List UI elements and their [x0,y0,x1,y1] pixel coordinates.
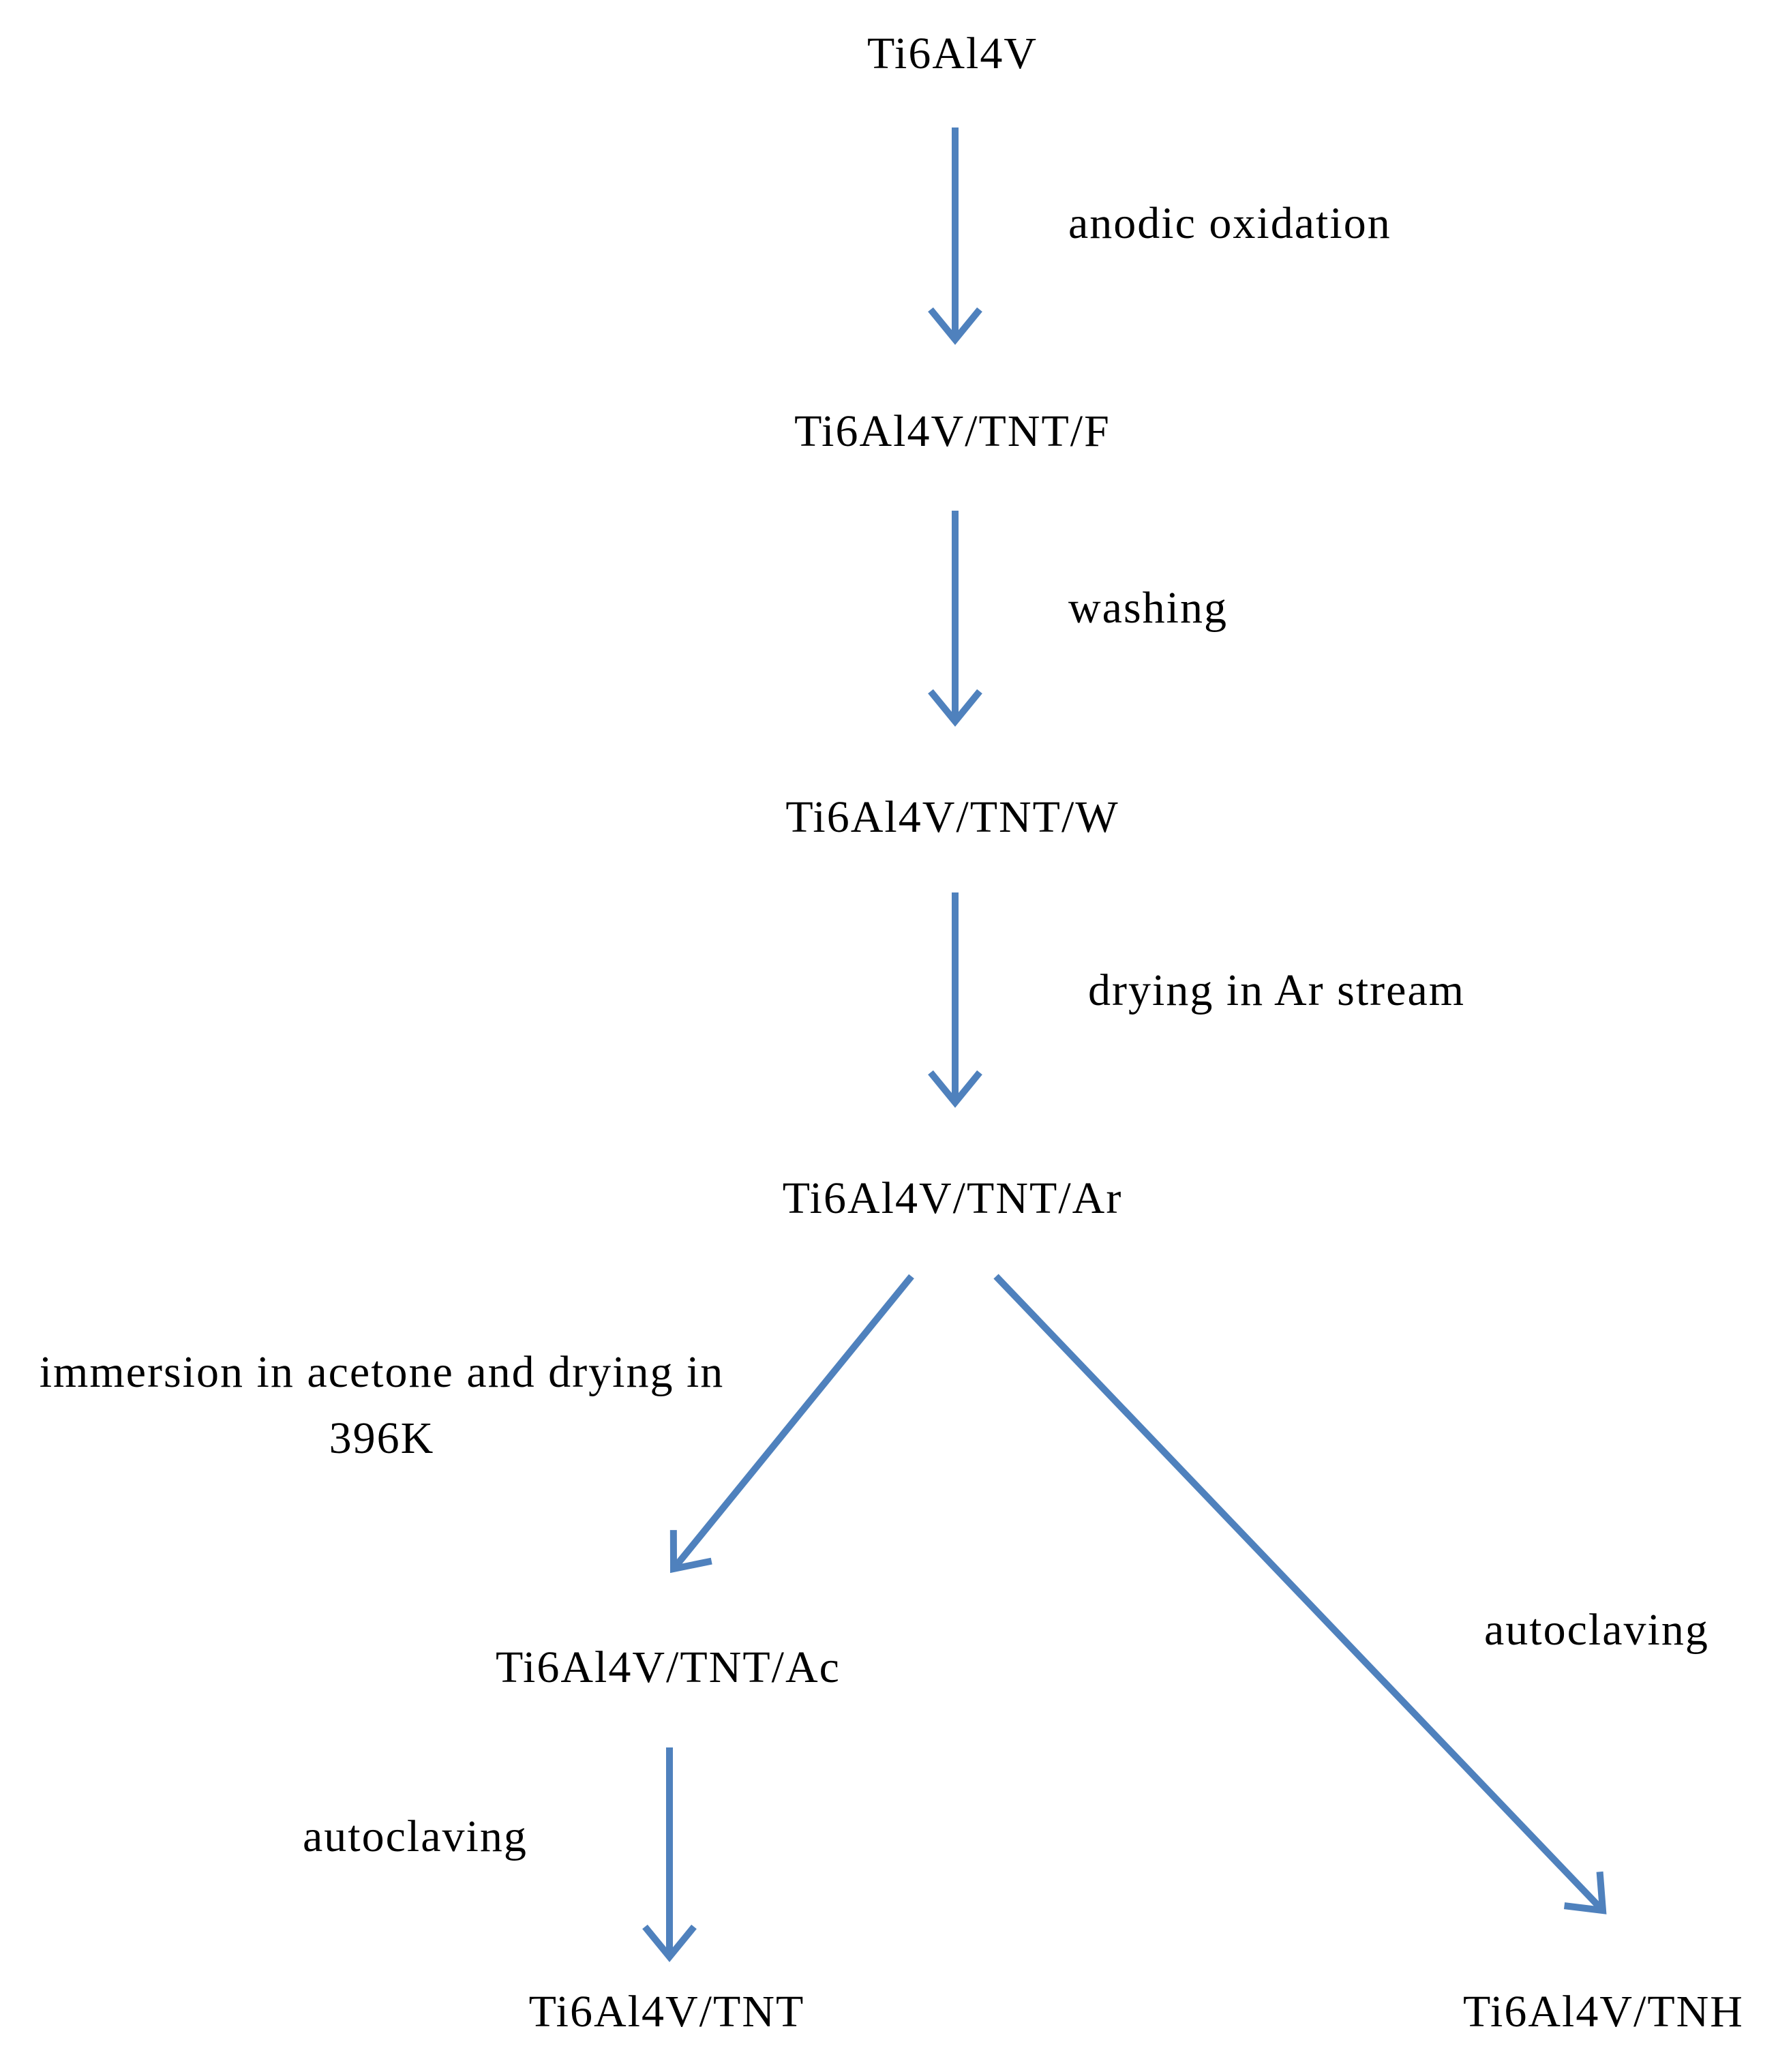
arrow-autoclaving-right [993,1274,1607,1915]
node-ti6al4v-tnt-w: Ti6Al4V/TNT/W [785,792,1119,842]
node-ti6al4v-tnt: Ti6Al4V/TNT [529,1987,805,2037]
node-ti6al4v-tnh: Ti6Al4V/TNH [1463,1987,1744,2037]
node-ti6al4v-tnt-ar: Ti6Al4V/TNT/Ar [783,1173,1123,1223]
node-ti6al4v-tnt-ac: Ti6Al4V/TNT/Ac [496,1642,841,1692]
node-ti6al4v: Ti6Al4V [867,29,1038,78]
node-ti6al4v-tnt-f: Ti6Al4V/TNT/F [794,406,1111,456]
step-label-anodic-oxidation: anodic oxidation [1068,198,1391,248]
arrow-immersion-acetone [669,1274,914,1574]
step-label-immersion-line1: immersion in acetone and drying in [40,1347,725,1397]
step-label-autoclaving-right: autoclaving [1484,1605,1709,1655]
step-label-autoclaving-left: autoclaving [303,1812,528,1861]
step-label-immersion-line2: 396K [329,1413,435,1463]
step-label-drying-ar: drying in Ar stream [1088,965,1465,1015]
step-label-washing: washing [1068,583,1228,633]
